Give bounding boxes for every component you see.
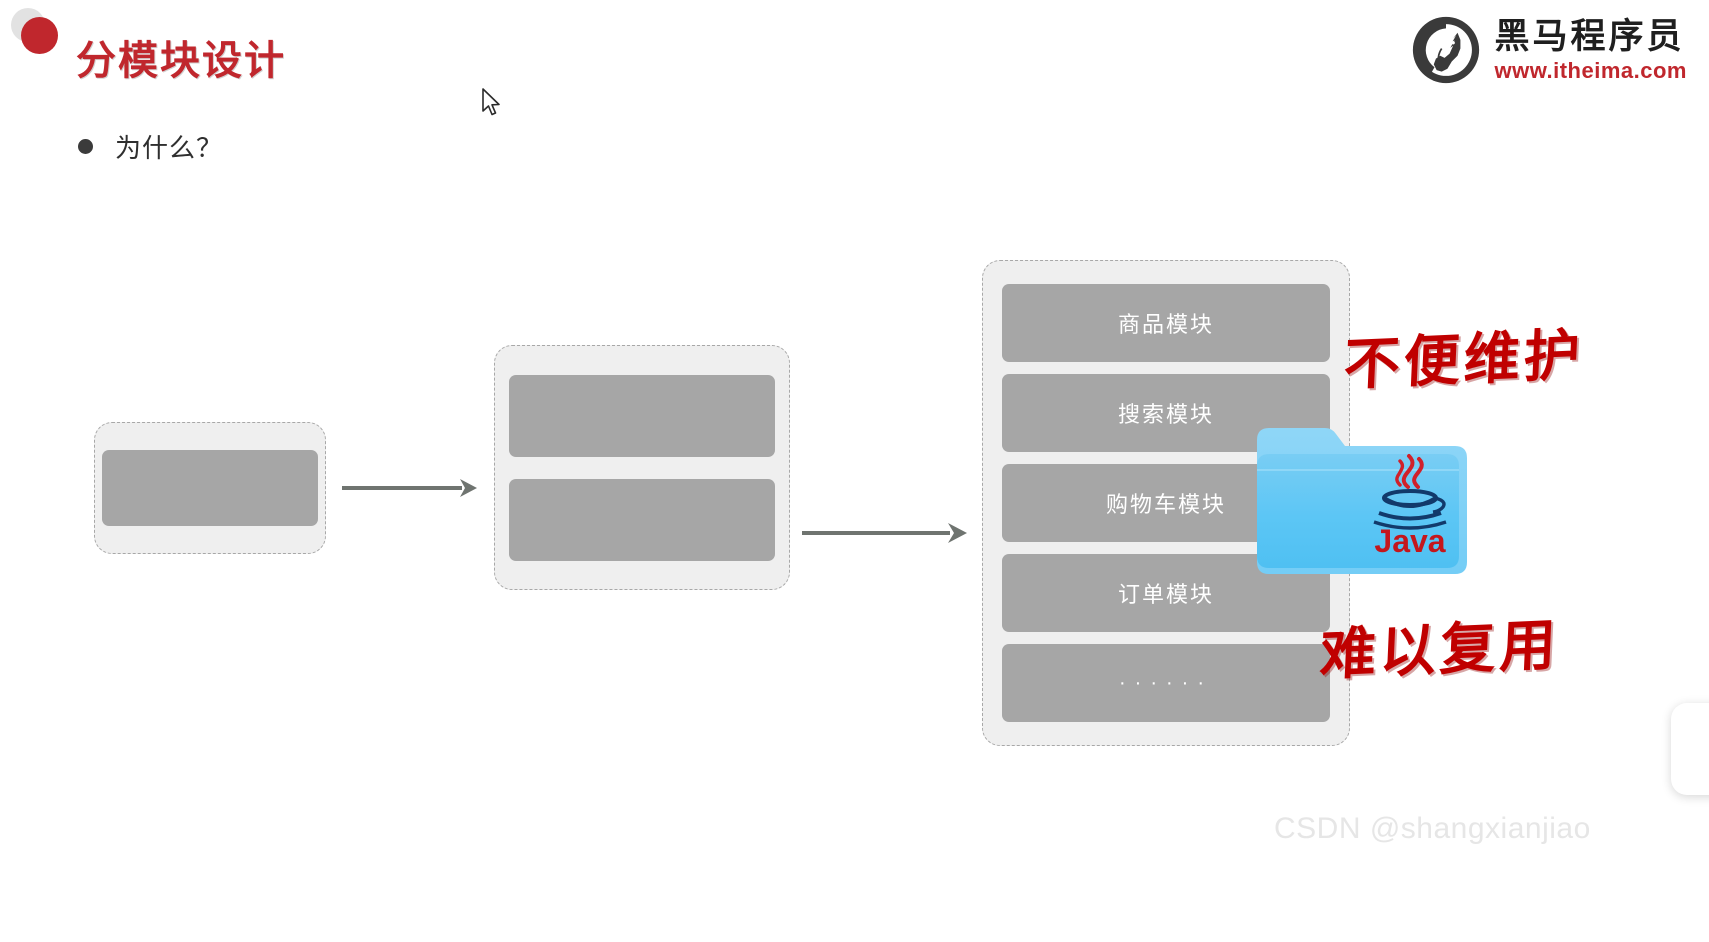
- csdn-watermark: CSDN @shangxianjiao: [1274, 812, 1591, 845]
- edge-rounded-shape: [1671, 703, 1709, 795]
- annotation-hard-to-reuse: 难以复用: [1318, 611, 1562, 689]
- module-block-more: ······: [1002, 644, 1330, 722]
- gray-block: [102, 450, 318, 526]
- brand-name: 黑马程序员: [1494, 16, 1685, 56]
- bullet-dot-icon: [78, 139, 93, 154]
- bullet-item: 为什么？: [78, 128, 223, 165]
- bullet-label: 为什么？: [115, 133, 224, 163]
- annotation-hard-to-maintain: 不便维护: [1342, 321, 1586, 399]
- arrow-small-to-medium-icon: [342, 479, 477, 497]
- stage-medium-box: [494, 345, 790, 590]
- arrow-medium-to-large-icon: [802, 523, 967, 543]
- java-folder-label: Java: [1374, 523, 1445, 559]
- page-title: 分模块设计: [76, 39, 286, 83]
- brand-url: www.itheima.com: [1494, 57, 1687, 83]
- horse-head-logo-icon: [1413, 16, 1480, 84]
- gray-block: [509, 478, 775, 561]
- brand-logo: 黑马程序员 www.itheima.com: [1410, 14, 1687, 86]
- stage-large-box: 商品模块 搜索模块 购物车模块 订单模块 ······: [982, 260, 1350, 746]
- module-block-goods: 商品模块: [1002, 284, 1330, 362]
- gray-block: [509, 374, 775, 457]
- stage-small-box: [94, 422, 326, 554]
- deco-circle-red-icon: [21, 17, 58, 54]
- java-folder-icon: Java: [1257, 428, 1467, 574]
- mouse-pointer-icon: [482, 88, 500, 116]
